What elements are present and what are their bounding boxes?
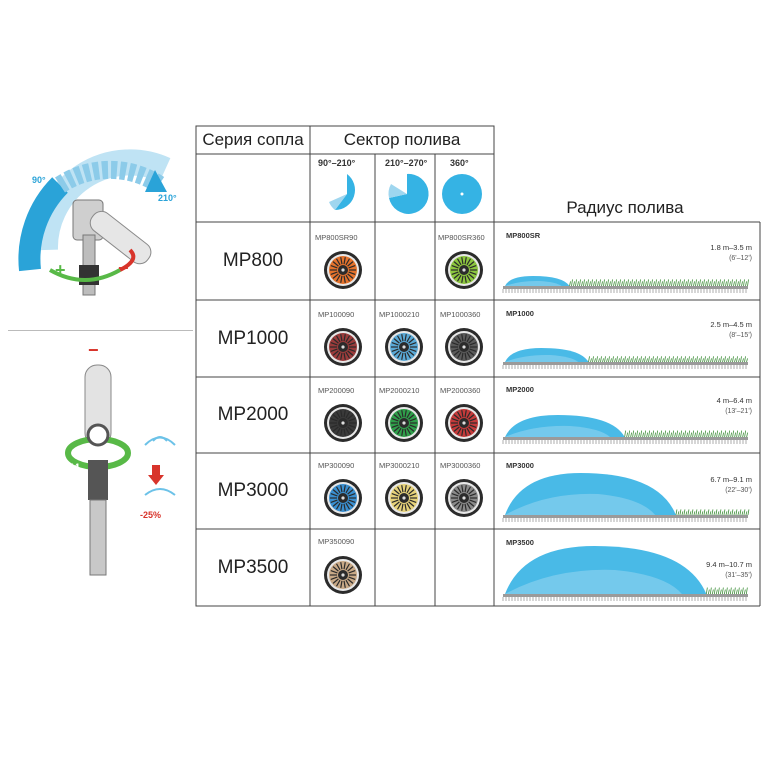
nozzle-mp800-360-icon — [445, 251, 483, 289]
top-minus-sign: − — [88, 340, 99, 360]
code-mp3000-210: MP3000210 — [379, 461, 420, 470]
radius-label-mp2000: MP2000 — [506, 385, 534, 394]
nozzle-mp3000-90-icon — [324, 479, 362, 517]
x4-label: X4 — [66, 462, 80, 474]
divider-line — [8, 330, 193, 331]
nozzle-mp3000-360-icon — [445, 479, 483, 517]
nozzle-mp2000-210-icon — [385, 404, 423, 442]
series-mp2000: MP2000 — [217, 404, 289, 425]
radius-meters-mp3500: 9.4 m–10.7 m — [706, 560, 752, 569]
radius-label-mp800: MP800SR — [506, 231, 541, 240]
nozzle-mp3000-210-icon — [385, 479, 423, 517]
arc-210-270-icon — [388, 173, 429, 214]
angle-0-label: 0° — [30, 248, 39, 258]
arc-360-label: 360° — [450, 158, 469, 168]
code-mp3500-90: MP350090 — [318, 537, 355, 546]
arc-90-210-label: 90°–210° — [318, 158, 356, 168]
arc-90-210-icon — [329, 174, 355, 210]
series-mp800: MP800 — [222, 250, 284, 271]
radius-meters-mp1000: 2.5 m–4.5 m — [710, 320, 752, 329]
code-mp2000-90: MP200090 — [318, 386, 355, 395]
code-mp1000-210: MP1000210 — [379, 310, 420, 319]
series-mp3000: MP3000 — [217, 480, 289, 501]
angle-90-label: 90° — [32, 175, 46, 185]
radius-feet-mp3000: (22'–30') — [725, 487, 752, 494]
nozzle-mp800-90-icon — [324, 251, 362, 289]
code-mp1000-360: MP1000360 — [440, 310, 481, 319]
series-mp3500: MP3500 — [217, 556, 289, 578]
nozzle-mp1000-210-icon — [385, 328, 423, 366]
nozzle-mp1000-360-icon — [445, 328, 483, 366]
angle-210-label: 210° — [158, 193, 177, 203]
code-mp2000-210: MP2000210 — [379, 386, 420, 395]
radius-label-mp3000: MP3000 — [506, 461, 534, 470]
radius-meters-mp800: 1.8 m–3.5 m — [710, 243, 752, 252]
code-mp800-360: MP800SR360 — [438, 233, 485, 242]
radius-diagram-mp3500 — [502, 546, 748, 601]
radius-feet-mp2000: (13'–21') — [725, 408, 752, 415]
code-mp3000-360: MP3000360 — [440, 461, 481, 470]
arc-360-icon — [442, 174, 482, 214]
radius-diagram-mp2000 — [502, 415, 749, 444]
series-header: Серия сопла — [202, 130, 304, 149]
arc-adjustment-icon — [18, 149, 171, 296]
radius-feet-mp800: (6'–12') — [729, 255, 752, 262]
minus-25-label: -25% — [140, 510, 162, 520]
radius-adjustment-icon — [65, 364, 176, 576]
code-mp800-90: MP800SR90 — [315, 233, 358, 242]
series-mp1000: MP1000 — [217, 327, 289, 349]
nozzle-mp2000-90-icon — [324, 404, 362, 442]
radius-meters-mp3000: 6.7 m–9.1 m — [710, 475, 752, 484]
nozzle-mp3500-90-icon — [324, 556, 362, 594]
nozzle-mp2000-360-icon — [445, 404, 483, 442]
code-mp3000-90: MP300090 — [318, 461, 355, 470]
radius-label-mp1000: MP1000 — [506, 309, 534, 318]
radius-meters-mp2000: 4 m–6.4 m — [716, 396, 752, 405]
code-mp1000-90: MP100090 — [318, 310, 355, 319]
nozzle-mp1000-90-icon — [324, 328, 362, 366]
radius-diagram-mp3000 — [502, 473, 750, 522]
code-mp2000-360: MP2000360 — [440, 386, 481, 395]
radius-feet-mp1000: (8'–15') — [729, 332, 752, 339]
arc-210-270-label: 210°–270° — [385, 158, 428, 168]
plus-sign: + — [55, 260, 66, 280]
radius-header: Радиус полива — [566, 198, 684, 217]
radius-diagram-mp800 — [502, 276, 749, 293]
radius-label-mp3500: MP3500 — [506, 538, 534, 547]
radius-feet-mp3500: (31'–35') — [725, 572, 752, 579]
sector-header: Сектор полива — [343, 130, 461, 149]
radius-diagram-mp1000 — [502, 348, 748, 369]
minus-sign: − — [118, 258, 129, 278]
